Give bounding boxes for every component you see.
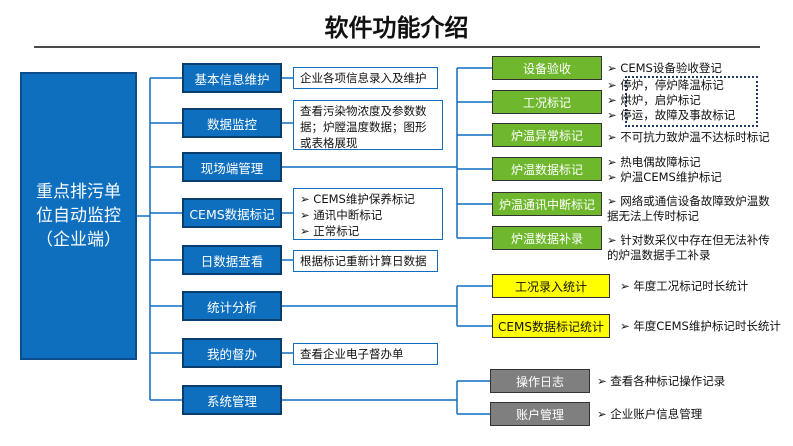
site-item-furnace-comm-break: 炉温通讯中断标记 xyxy=(492,192,602,216)
site-item-furnace-data-supplement: 炉温数据补录 xyxy=(492,226,602,250)
module-data-monitor: 数据监控 xyxy=(182,108,282,138)
note-furnace-temp-data: 热电偶故障标记 炉温CEMS维护标记 xyxy=(607,155,787,185)
desc-cems-item: 通讯中断标记 xyxy=(300,207,436,223)
note-item: 针对数采仪中存在但无法补传的炉温数据手工补录 xyxy=(607,233,775,263)
desc-daily-data: 根据标记重新计算日数据 xyxy=(293,250,438,272)
note-stat-condition-entry: 年度工况标记时长统计 xyxy=(620,279,790,294)
note-furnace-data-supplement: 针对数采仪中存在但无法补传的炉温数据手工补录 xyxy=(607,233,775,263)
desc-cems-marking: CEMS维护保养标记 通讯中断标记 正常标记 xyxy=(293,188,443,240)
desc-cems-item: 正常标记 xyxy=(300,223,436,239)
stat-item-condition-entry: 工况录入统计 xyxy=(492,274,610,298)
desc-cems-item: CEMS维护保养标记 xyxy=(300,191,436,207)
desc-data-monitor: 查看污染物浓度及参数数据；炉膛温度数据；图形或表格展现 xyxy=(293,100,443,150)
site-item-furnace-temp-data: 炉温数据标记 xyxy=(492,157,602,181)
module-my-supervision: 我的督办 xyxy=(182,338,282,368)
site-item-equipment-acceptance: 设备验收 xyxy=(492,56,602,80)
note-item: 烘炉，启炉标记 xyxy=(607,93,777,108)
module-statistics: 统计分析 xyxy=(182,291,282,321)
module-site-management: 现场端管理 xyxy=(182,152,282,182)
desc-basic-info: 企业各项信息录入及维护 xyxy=(293,67,438,89)
note-item: 不可抗力致炉温不达标时标记 xyxy=(607,130,792,145)
note-operation-log: 查看各种标记操作记录 xyxy=(597,374,777,389)
site-item-furnace-temp-abnormal: 炉温异常标记 xyxy=(492,123,602,147)
module-daily-data: 日数据查看 xyxy=(182,245,282,275)
module-cems-marking: CEMS数据标记 xyxy=(182,198,282,228)
note-item: 企业账户信息管理 xyxy=(597,407,777,422)
note-item: CEMS设备验收登记 xyxy=(607,61,787,76)
desc-my-supervision: 查看企业电子督办单 xyxy=(293,343,438,365)
sys-item-account-management: 账户管理 xyxy=(490,402,590,426)
root-node: 重点排污单位自动监控（企业端） xyxy=(20,72,137,360)
note-item: 年度CEMS维护标记时长统计 xyxy=(620,319,792,334)
note-furnace-comm-break: 网络或通信设备故障致炉温数据无法上传时标记 xyxy=(607,194,772,224)
site-item-condition-marking: 工况标记 xyxy=(492,90,602,114)
stat-item-cems-marking: CEMS数据标记统计 xyxy=(492,314,610,338)
note-item: 查看各种标记操作记录 xyxy=(597,374,777,389)
note-equipment-acceptance: CEMS设备验收登记 xyxy=(607,61,787,76)
module-basic-info: 基本信息维护 xyxy=(182,63,282,93)
note-condition-marking: 停炉，停炉降温标记 烘炉，启炉标记 停运，故障及事故标记 xyxy=(607,78,777,123)
note-furnace-temp-abnormal: 不可抗力致炉温不达标时标记 xyxy=(607,130,792,145)
sys-item-operation-log: 操作日志 xyxy=(490,369,590,393)
note-item: 热电偶故障标记 xyxy=(607,155,787,170)
note-stat-cems-marking: 年度CEMS维护标记时长统计 xyxy=(620,319,792,334)
note-item: 停运，故障及事故标记 xyxy=(607,108,777,123)
note-item: 年度工况标记时长统计 xyxy=(620,279,790,294)
note-item: 炉温CEMS维护标记 xyxy=(607,170,787,185)
title-divider xyxy=(34,46,760,48)
page-title: 软件功能介绍 xyxy=(324,14,469,42)
note-item: 网络或通信设备故障致炉温数据无法上传时标记 xyxy=(607,194,772,224)
note-account-management: 企业账户信息管理 xyxy=(597,407,777,422)
note-item: 停炉，停炉降温标记 xyxy=(607,78,777,93)
module-system-management: 系统管理 xyxy=(182,385,282,415)
